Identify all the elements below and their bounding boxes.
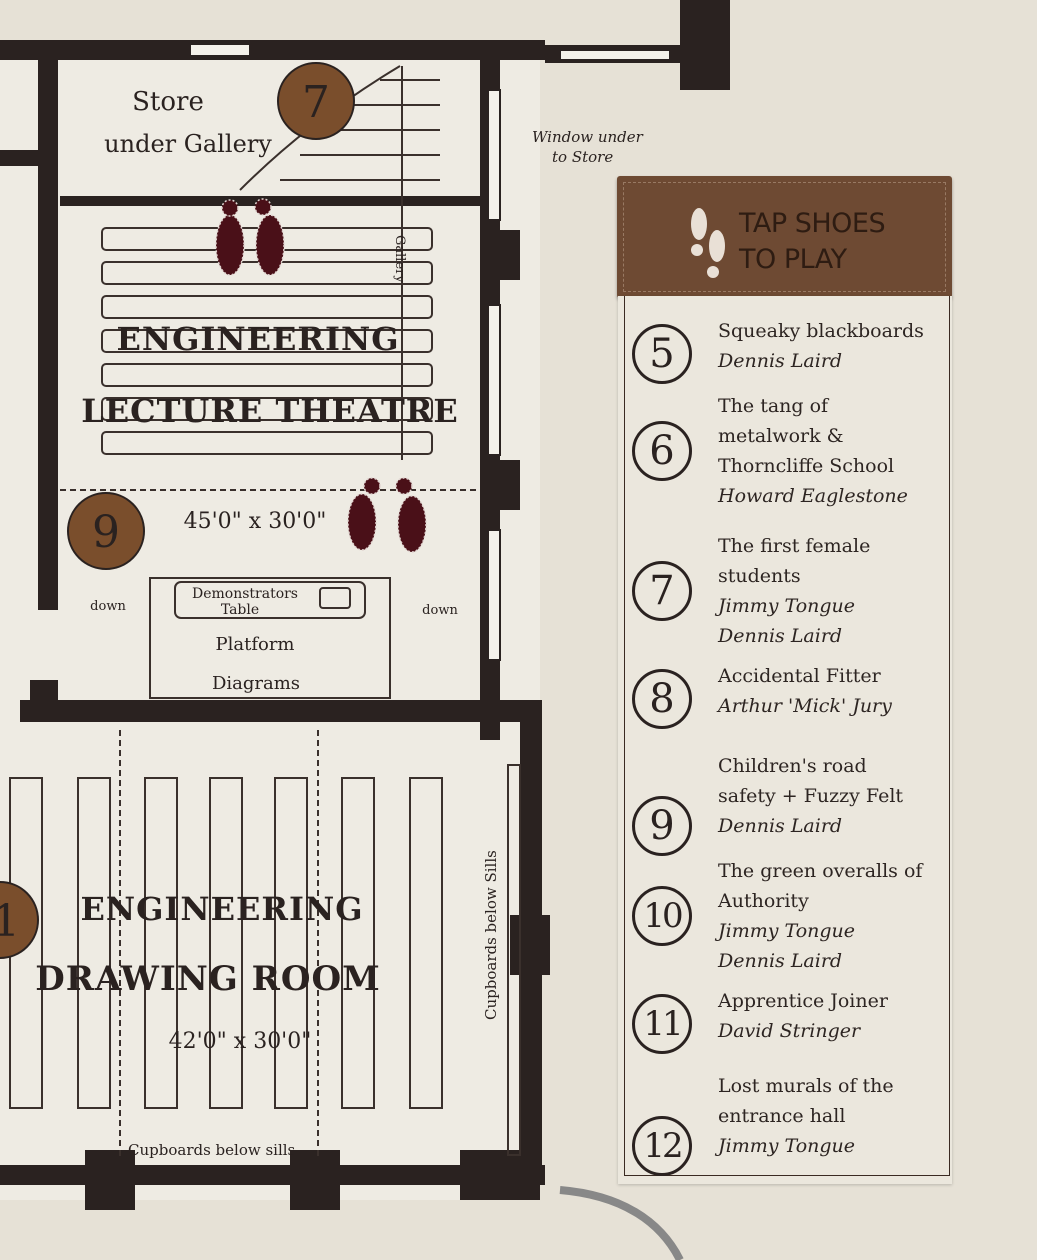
windows	[189, 43, 671, 661]
drawing-room-title-2: DRAWING ROOM	[35, 959, 381, 999]
demonstrators-table: Demonstrators	[192, 586, 298, 602]
diagrams-label: Diagrams	[212, 673, 300, 694]
badge-7[interactable]: 7	[277, 62, 355, 140]
gallery-label: Gallery	[392, 235, 407, 283]
legend-title-line: TAP SHOES	[739, 208, 886, 239]
store-label: Store	[132, 87, 204, 117]
story-number-badge: 8	[632, 669, 692, 729]
svg-text:9: 9	[92, 507, 120, 558]
lecture-theatre-title: ENGINEERING	[116, 320, 399, 358]
story-title-line: Thorncliffe School	[718, 455, 895, 477]
story-number-badge: 10	[632, 886, 692, 946]
store-label-2: under Gallery	[104, 130, 272, 158]
story-title-line: Accidental Fitter	[718, 665, 881, 687]
down-label-right: down	[422, 603, 458, 618]
drawing-room-title: ENGINEERING	[80, 890, 363, 928]
story-title-line: students	[718, 565, 801, 587]
story-number-badge: 5	[632, 324, 692, 384]
lecture-theatre-title-2: LECTURE THEATRE	[81, 392, 459, 430]
story-title-line: The tang of	[718, 395, 829, 417]
cupboards-vertical: Cupboards below Sills	[482, 850, 500, 1020]
legend-title-line: TO PLAY	[739, 244, 847, 275]
footprints-icon	[691, 208, 725, 278]
legend-item[interactable]: 6 The tang of metalwork & Thorncliffe Schoo…	[632, 391, 908, 511]
storyteller-name: Dennis Laird	[718, 350, 843, 372]
story-title-line: Children's road	[718, 755, 867, 777]
story-number-badge: 7	[632, 561, 692, 621]
storyteller-name: David Stringer	[718, 1020, 861, 1042]
story-title-line: safety + Fuzzy Felt	[718, 785, 904, 807]
path-curve	[559, 1186, 684, 1260]
story-title-line: entrance hall	[718, 1105, 846, 1127]
story-text: The tang of metalwork & Thorncliffe School…	[718, 391, 908, 511]
storyteller-name: Arthur 'Mick' Jury	[718, 695, 892, 717]
svg-text:1: 1	[0, 896, 20, 947]
drawing-room-dimensions: 42'0" x 30'0"	[169, 1029, 312, 1054]
storyteller-name: Dennis Laird	[718, 815, 843, 837]
storyteller-name: Dennis Laird	[718, 625, 843, 647]
story-title-line: Squeaky blackboards	[718, 320, 924, 342]
stitching	[623, 182, 946, 292]
story-number-badge: 12	[632, 1116, 692, 1176]
storyteller-name: Jimmy Tongue	[718, 1135, 856, 1157]
storyteller-name: Jimmy Tongue	[718, 920, 856, 942]
window-note-2: to Store	[552, 148, 613, 166]
tap-shoes-platform[interactable]	[347, 477, 427, 553]
window-note: Window under	[532, 128, 644, 146]
demonstrators-table-2: Table	[221, 602, 259, 618]
story-title-line: Lost murals of the	[718, 1075, 894, 1097]
badge-1[interactable]: 1	[0, 881, 39, 959]
tap-shoes-lecture[interactable]	[215, 198, 285, 276]
story-title-line: Authority	[718, 890, 809, 912]
cupboards-bottom: Cupboards below sills	[128, 1141, 295, 1159]
story-title-line: metalwork &	[718, 425, 844, 447]
story-title-line: Apprentice Joiner	[718, 990, 888, 1012]
story-number-badge: 9	[632, 796, 692, 856]
story-title-line: The first female	[718, 535, 871, 557]
badge-9[interactable]: 9	[67, 492, 145, 570]
legend-border	[624, 296, 950, 1176]
drawing-desks	[9, 730, 521, 1160]
legend-header[interactable]: TAP SHOES TO PLAY	[617, 176, 952, 298]
legend-title: TAP SHOES TO PLAY	[739, 206, 886, 278]
down-label-left: down	[90, 599, 126, 614]
storyteller-name: Jimmy Tongue	[718, 595, 856, 617]
storyteller-name: Howard Eaglestone	[718, 485, 908, 507]
platform-label: Platform	[215, 634, 294, 655]
storyteller-name: Dennis Laird	[718, 950, 843, 972]
lecture-dimensions: 45'0" x 30'0"	[184, 509, 327, 534]
story-number-badge: 6	[632, 421, 692, 481]
svg-text:7: 7	[302, 77, 330, 128]
story-number-badge: 11	[632, 994, 692, 1054]
story-title-line: The green overalls of	[718, 860, 923, 882]
